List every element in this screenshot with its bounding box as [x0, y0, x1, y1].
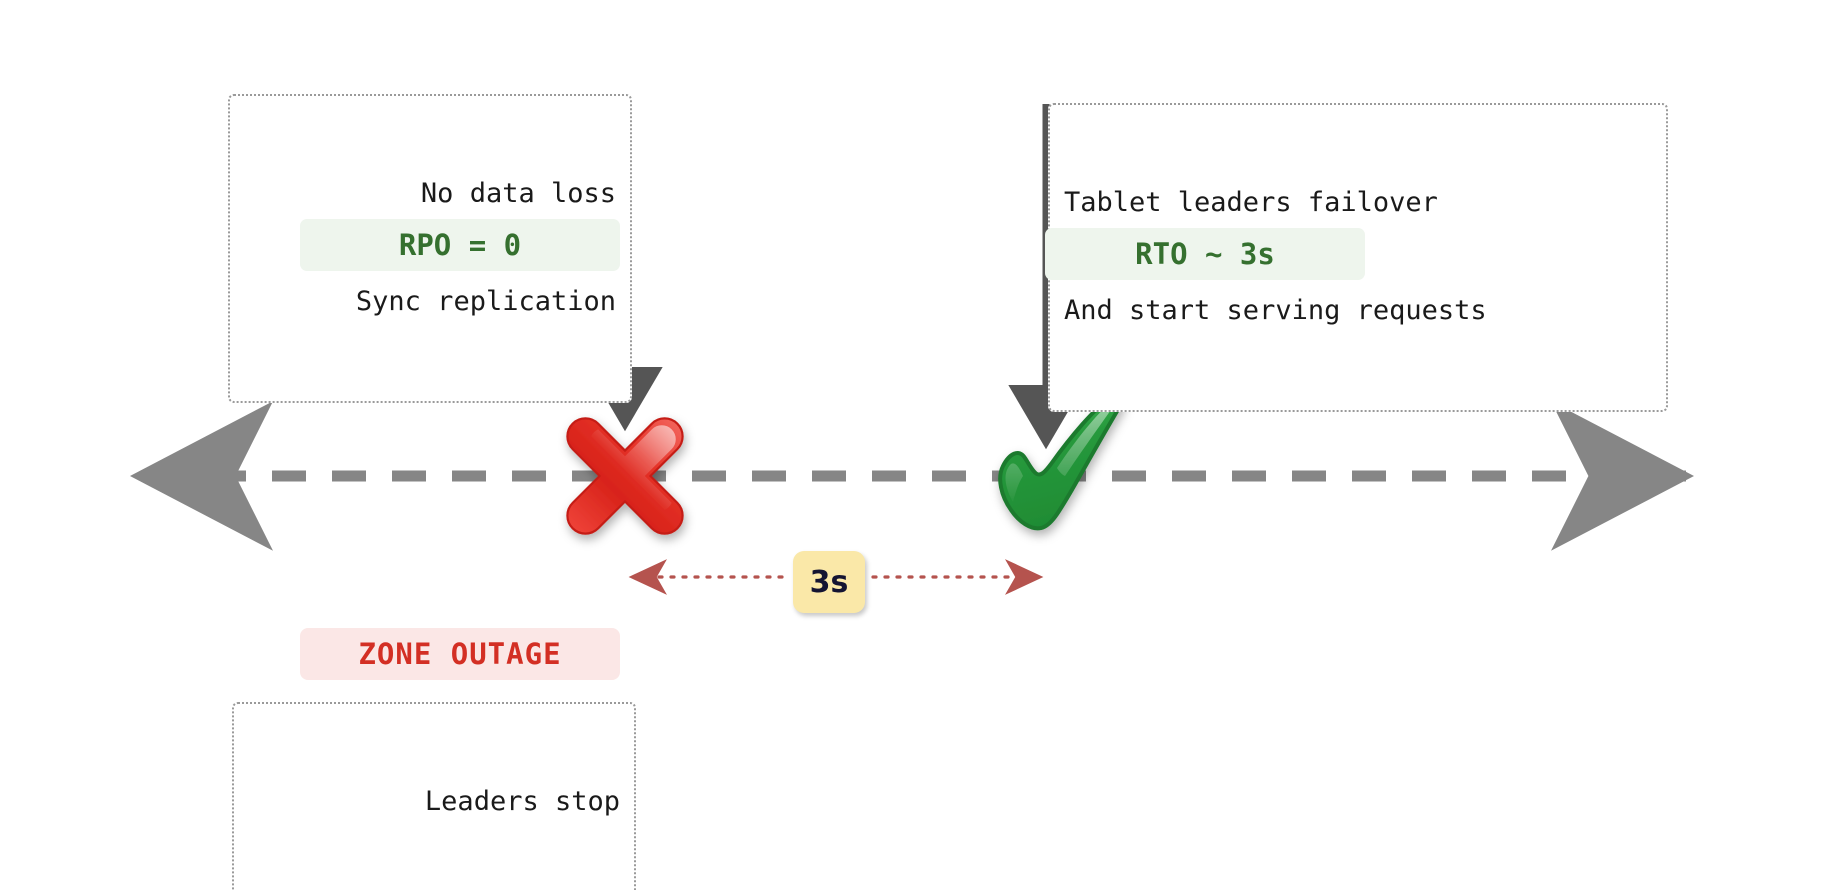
- note-outage-effect-line1: Leaders stop: [424, 785, 620, 817]
- duration-chip-3s: 3s: [793, 551, 865, 613]
- note-outage-cause-line2: Sync replication: [355, 285, 616, 317]
- status-badge-zone-outage: ZONE OUTAGE: [300, 628, 620, 680]
- note-outage-cause-line1: No data loss: [420, 177, 616, 209]
- green-check-mark-icon: [998, 393, 1124, 531]
- metric-badge-rpo: RPO = 0: [300, 219, 620, 271]
- note-outage-effect: Leaders stop serving requests: [232, 702, 636, 890]
- note-recovery-action-line1: Tablet leaders failover: [1064, 186, 1438, 218]
- note-recovery-action-line2: And start serving requests: [1064, 294, 1487, 326]
- metric-badge-rto: RTO ~ 3s: [1045, 228, 1365, 280]
